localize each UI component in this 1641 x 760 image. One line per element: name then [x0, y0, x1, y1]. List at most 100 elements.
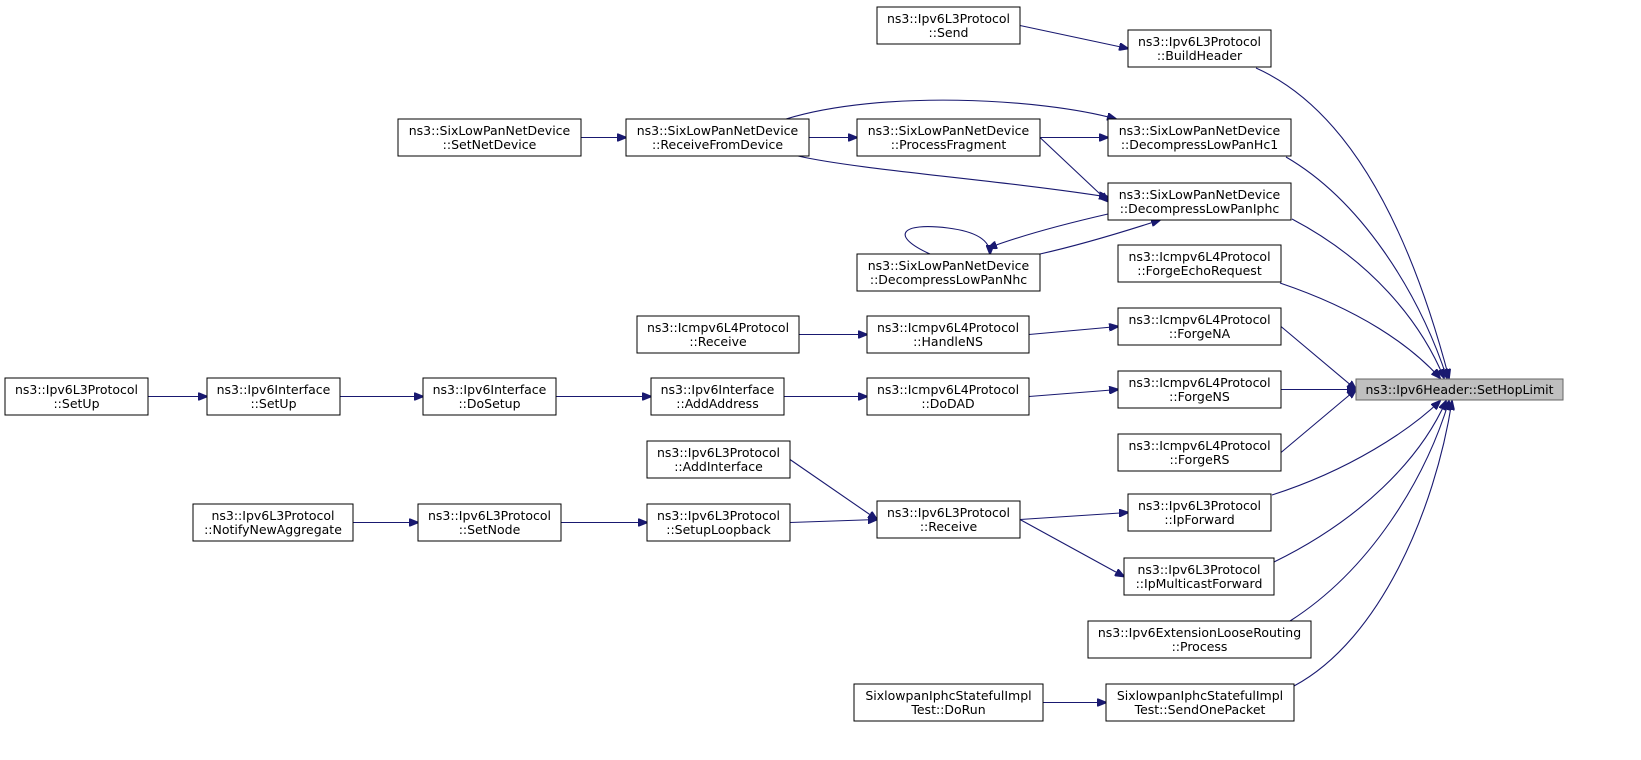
node-label-line: ns3::Ipv6L3Protocol [887, 505, 1010, 520]
node-L3SetUp[interactable]: ns3::Ipv6L3Protocol::SetUp [4, 377, 149, 416]
node-label-line: ns3::Ipv6ExtensionLooseRouting [1098, 625, 1301, 640]
node-L3Send[interactable]: ns3::Ipv6L3Protocol::Send [876, 6, 1021, 45]
edge-DecompressHc1-to-SetHopLimit [1285, 156, 1447, 378]
node-BuildHeader[interactable]: ns3::Ipv6L3Protocol::BuildHeader [1127, 29, 1272, 68]
node-label-line: ::Receive [920, 519, 978, 534]
node-label-line: ns3::Ipv6Interface [433, 382, 547, 397]
node-ForgeNA[interactable]: ns3::Icmpv6L4Protocol::ForgeNA [1117, 307, 1282, 346]
node-box [636, 315, 800, 354]
node-label-line: ::ForgeEchoRequest [1137, 263, 1262, 278]
node-label-line: ::DoSetup [458, 396, 520, 411]
node-label-line: ::DecompressLowPanNhc [870, 272, 1027, 287]
node-label-line: ns3::Ipv6L3Protocol [657, 445, 780, 460]
node-label-line: ::SetNode [459, 522, 521, 537]
node-label-line: ns3::SixLowPanNetDevice [1119, 187, 1281, 202]
node-box [650, 377, 785, 416]
edge-DecompressNhc-to-DecompressIphc [1039, 220, 1160, 255]
node-label-line: ns3::Ipv6L3Protocol [15, 382, 138, 397]
node-AddAddress[interactable]: ns3::Ipv6Interface::AddAddress [650, 377, 785, 416]
edge-ProcessFragment-to-DecompressIphc [1039, 137, 1108, 202]
edge-AddInterface-to-L3Receive [789, 459, 877, 520]
node-label-line: ::ForgeNA [1169, 326, 1231, 341]
node-DecompressNhc[interactable]: ns3::SixLowPanNetDevice::DecompressLowPa… [856, 253, 1041, 292]
node-NotifyNewAggregate[interactable]: ns3::Ipv6L3Protocol::NotifyNewAggregate [192, 503, 354, 542]
node-label-line: ns3::SixLowPanNetDevice [637, 123, 799, 138]
edge-ForgeRS-to-SetHopLimit [1280, 390, 1356, 453]
node-box [206, 377, 341, 416]
edges-layer [148, 24, 1452, 703]
node-ForgeEchoRequest[interactable]: ns3::Icmpv6L4Protocol::ForgeEchoRequest [1117, 244, 1282, 283]
edge-SetupLoopback-to-L3Receive [789, 520, 877, 523]
node-label-line: ::ForgeRS [1170, 452, 1230, 467]
node-label-line: ::SetupLoopback [666, 522, 771, 537]
node-L3Receive[interactable]: ns3::Ipv6L3Protocol::Receive [876, 500, 1021, 539]
node-IpForward[interactable]: ns3::Ipv6L3Protocol::IpForward [1127, 493, 1272, 532]
node-label-line: ::ForgeNS [1169, 389, 1230, 404]
node-label-line: ::Send [929, 25, 969, 40]
node-IpMulticastForward[interactable]: ns3::Ipv6L3Protocol::IpMulticastForward [1123, 557, 1275, 596]
node-label-line: ns3::Ipv6L3Protocol [428, 508, 551, 523]
node-label-line: ns3::SixLowPanNetDevice [1119, 123, 1281, 138]
node-label-line: ::AddAddress [676, 396, 758, 411]
edge-LooseRoutingProcess-to-SetHopLimit [1289, 401, 1449, 622]
node-SetNode[interactable]: ns3::Ipv6L3Protocol::SetNode [417, 503, 562, 542]
node-box [1117, 244, 1282, 283]
node-box [1105, 683, 1295, 722]
edge-L3Receive-to-IpMulticastForward [1019, 519, 1124, 577]
node-label-line: ::BuildHeader [1157, 48, 1243, 63]
edge-IpMulticastForward-to-SetHopLimit [1273, 401, 1446, 563]
node-ForgeNS[interactable]: ns3::Icmpv6L4Protocol::ForgeNS [1117, 370, 1282, 409]
edge-HandleNS-to-ForgeNA [1028, 327, 1118, 336]
node-IcmpReceive[interactable]: ns3::Icmpv6L4Protocol::Receive [636, 315, 800, 354]
node-label-line: ::DecompressLowPanIphc [1120, 201, 1280, 216]
node-SetupLoopback[interactable]: ns3::Ipv6L3Protocol::SetupLoopback [646, 503, 791, 542]
node-LooseRoutingProcess[interactable]: ns3::Ipv6ExtensionLooseRouting::Process [1087, 620, 1312, 659]
node-ForgeRS[interactable]: ns3::Icmpv6L4Protocol::ForgeRS [1117, 433, 1282, 472]
edge-ForgeNA-to-SetHopLimit [1280, 326, 1356, 390]
node-HandleNS[interactable]: ns3::Icmpv6L4Protocol::HandleNS [866, 315, 1030, 354]
node-DecompressHc1[interactable]: ns3::SixLowPanNetDevice::DecompressLowPa… [1107, 118, 1292, 157]
node-label-line: ns3::Icmpv6L4Protocol [647, 320, 789, 335]
node-box [856, 118, 1041, 157]
node-label-line: ::Process [1172, 639, 1228, 654]
node-box [422, 377, 557, 416]
node-label-line: ns3::Icmpv6L4Protocol [1128, 438, 1270, 453]
node-box [1127, 29, 1272, 68]
node-label-line: ns3::SixLowPanNetDevice [868, 123, 1030, 138]
node-DecompressIphc[interactable]: ns3::SixLowPanNetDevice::DecompressLowPa… [1107, 182, 1292, 221]
node-box [1087, 620, 1312, 659]
node-label-line: ::DoDAD [921, 396, 974, 411]
node-box [1107, 182, 1292, 221]
node-box [1107, 118, 1292, 157]
node-SendOnePacket[interactable]: SixlowpanIphcStatefulImplTest::SendOnePa… [1105, 683, 1295, 722]
node-label-line: ns3::Ipv6L3Protocol [1137, 562, 1260, 577]
node-box [646, 503, 791, 542]
node-box [866, 315, 1030, 354]
node-SLSetNetDevice[interactable]: ns3::SixLowPanNetDevice::SetNetDevice [397, 118, 582, 157]
node-ProcessFragment[interactable]: ns3::SixLowPanNetDevice::ProcessFragment [856, 118, 1041, 157]
edge-L3Send-to-BuildHeader [1019, 24, 1128, 49]
node-label-line: ::ReceiveFromDevice [652, 137, 783, 152]
node-box [876, 500, 1021, 539]
node-DoDAD[interactable]: ns3::Icmpv6L4Protocol::DoDAD [866, 377, 1030, 416]
node-label-line: ns3::Ipv6Interface [217, 382, 331, 397]
node-box [646, 440, 791, 479]
edge-DecompressIphc-to-DecompressNhc [988, 213, 1109, 248]
node-label-line: ns3::Ipv6Interface [661, 382, 775, 397]
node-IfSetUp[interactable]: ns3::Ipv6Interface::SetUp [206, 377, 341, 416]
edge-L3Receive-to-IpForward [1019, 513, 1128, 521]
edge-IpForward-to-SetHopLimit [1271, 401, 1440, 496]
node-label-line: ns3::Ipv6L3Protocol [211, 508, 334, 523]
node-DoSetup[interactable]: ns3::Ipv6Interface::DoSetup [422, 377, 557, 416]
node-box [1355, 378, 1564, 401]
node-label-line: ::IpForward [1164, 512, 1234, 527]
edge-DoDAD-to-ForgeNS [1028, 390, 1118, 398]
edge-DecompressNhc-to-DecompressNhc [904, 226, 990, 254]
node-ReceiveFromDevice[interactable]: ns3::SixLowPanNetDevice::ReceiveFromDevi… [625, 118, 810, 157]
node-SetHopLimit[interactable]: ns3::Ipv6Header::SetHopLimit [1355, 378, 1564, 401]
node-AddInterface[interactable]: ns3::Ipv6L3Protocol::AddInterface [646, 440, 791, 479]
edge-ReceiveFromDevice-to-DecompressHc1 [785, 99, 1116, 119]
